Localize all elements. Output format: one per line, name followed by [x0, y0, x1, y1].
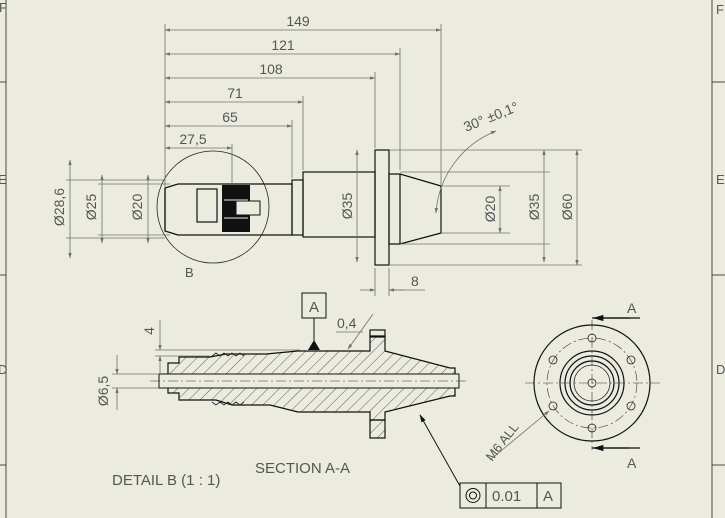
left-diameter-dims — [66, 159, 170, 259]
dim-dia-35-mid: Ø35 — [339, 193, 355, 220]
dim-dia-35-right: Ø35 — [526, 194, 542, 221]
dim-8: 8 — [411, 273, 419, 289]
tolerance-datum: A — [543, 488, 553, 505]
dim-angle: 30° ±0,1° — [461, 98, 521, 134]
zone-left-e: E — [0, 172, 7, 187]
dim-149: 149 — [286, 13, 310, 29]
main-view — [156, 149, 442, 266]
detail-label-b: B — [185, 265, 194, 280]
dim-27-5: 27,5 — [179, 131, 206, 147]
detail-title: DETAIL B (1 : 1) — [112, 472, 220, 489]
dim-dia-20-left: Ø20 — [129, 194, 145, 221]
zone-right-e: E — [716, 172, 725, 187]
concentricity-icon — [465, 488, 481, 503]
dim-65: 65 — [222, 109, 238, 125]
detail-circle-b — [156, 150, 270, 264]
right-diameter-dims — [389, 149, 582, 266]
datum-box — [301, 292, 327, 319]
thread-note: M6 ALL — [483, 420, 522, 464]
dim-dia-60: Ø60 — [559, 194, 575, 221]
dim-71: 71 — [227, 85, 243, 101]
dim-dia-25: Ø25 — [83, 194, 99, 221]
zone-top-left-f: F — [0, 0, 7, 15]
zone-right-d: D — [716, 362, 725, 377]
end-view — [525, 320, 660, 450]
dim-0-4: 0,4 — [337, 315, 357, 331]
dim-dia-6-5: Ø6,5 — [95, 376, 111, 407]
section-title: SECTION A-A — [255, 460, 350, 477]
zone-left-d: D — [0, 362, 7, 377]
dim-121: 121 — [271, 37, 295, 53]
tolerance-frame — [459, 482, 562, 509]
taper-cone — [388, 173, 442, 245]
angle-arc — [434, 130, 497, 214]
tolerance-value: 0.01 — [492, 488, 521, 505]
section-arrow-a-bottom: A — [627, 455, 637, 471]
shank-slot — [196, 188, 218, 223]
zone-right-f: F — [716, 2, 724, 17]
section-view — [150, 329, 468, 439]
dim-dia-20-right: Ø20 — [482, 196, 498, 223]
section-arrow-a-top: A — [627, 300, 637, 316]
datum-label: A — [309, 299, 319, 316]
flange — [374, 149, 390, 266]
dim-dia-28-6: Ø28,6 — [51, 188, 67, 226]
top-dimensions — [164, 24, 442, 188]
dim-4: 4 — [141, 327, 157, 335]
dim-108: 108 — [259, 61, 283, 77]
